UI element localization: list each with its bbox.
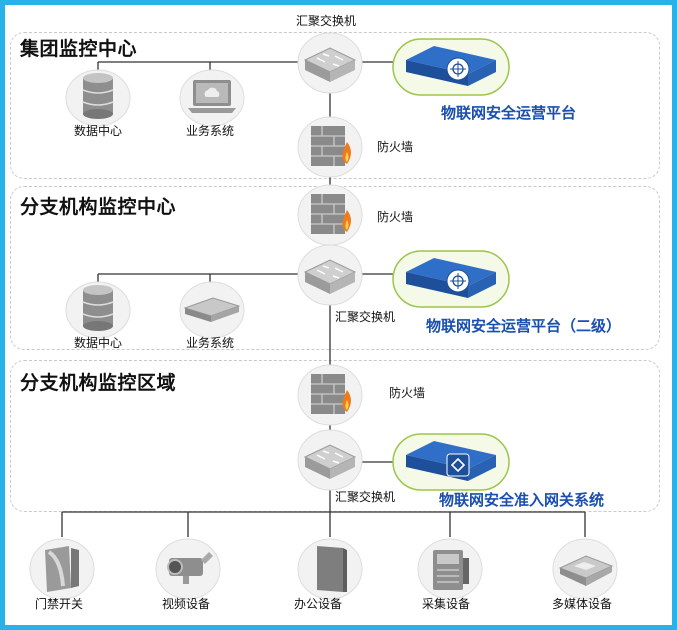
office-device xyxy=(295,534,365,604)
security-platform-2 xyxy=(392,250,510,308)
camera-icon xyxy=(155,538,221,600)
business-system-1 xyxy=(177,60,247,130)
business-system-2 xyxy=(177,272,247,342)
firewall-2-label: 防火墙 xyxy=(377,210,414,224)
door-access-device xyxy=(27,534,97,604)
datacenter-1-label: 数据中心 xyxy=(74,124,123,138)
server-rack-icon xyxy=(179,281,245,339)
collector-icon xyxy=(417,538,483,600)
zone-title-branch-center: 分支机构监控中心 xyxy=(20,197,177,218)
switch-icon xyxy=(297,429,363,491)
security-platform-1 xyxy=(392,38,510,96)
platform-2-label: 物联网安全运营平台（二级） xyxy=(426,318,622,335)
collection-device xyxy=(415,534,485,604)
switch-3 xyxy=(295,425,365,495)
datacenter-2-label: 数据中心 xyxy=(74,336,123,350)
endpoint-label-0: 门禁开关 xyxy=(35,597,84,611)
core-switch xyxy=(295,28,365,98)
switch-icon xyxy=(297,32,363,94)
endpoint-label-2: 办公设备 xyxy=(294,597,343,611)
gateway-appliance-icon xyxy=(392,433,510,491)
datacenter-1 xyxy=(63,60,133,130)
multimedia-icon xyxy=(552,538,618,600)
switch-3-label: 汇聚交换机 xyxy=(335,490,396,504)
business-system-1-label: 业务系统 xyxy=(186,124,235,138)
firewall-icon xyxy=(297,116,363,178)
platform-1-label: 物联网安全运营平台 xyxy=(441,105,577,122)
firewall-icon xyxy=(297,364,363,426)
firewall-2 xyxy=(295,180,365,250)
datacenter-2 xyxy=(63,272,133,342)
firewall-1-label: 防火墙 xyxy=(377,140,414,154)
database-icon xyxy=(65,69,131,127)
endpoint-label-4: 多媒体设备 xyxy=(552,597,613,611)
server-appliance-icon xyxy=(392,250,510,308)
switch-icon xyxy=(297,244,363,306)
laptop-cloud-icon xyxy=(179,69,245,127)
video-device xyxy=(153,534,223,604)
zone-group-center xyxy=(10,32,660,179)
endpoint-label-3: 采集设备 xyxy=(422,597,471,611)
firewall-3 xyxy=(295,360,365,430)
gateway-label: 物联网安全准入网关系统 xyxy=(439,492,605,509)
door-switch-icon xyxy=(29,538,95,600)
zone-title-branch-area: 分支机构监控区域 xyxy=(20,373,177,394)
switch-2-label: 汇聚交换机 xyxy=(335,310,396,324)
top-switch-label: 汇聚交换机 xyxy=(296,14,357,28)
access-gateway xyxy=(392,433,510,491)
firewall-3-label: 防火墙 xyxy=(389,386,426,400)
zone-title-group-center: 集团监控中心 xyxy=(20,39,138,60)
office-tower-icon xyxy=(297,538,363,600)
endpoint-label-1: 视频设备 xyxy=(162,597,211,611)
multimedia-device xyxy=(550,534,620,604)
firewall-icon xyxy=(297,184,363,246)
database-icon xyxy=(65,281,131,339)
switch-2 xyxy=(295,240,365,310)
firewall-1 xyxy=(295,112,365,182)
business-system-2-label: 业务系统 xyxy=(186,336,235,350)
server-appliance-icon xyxy=(392,38,510,96)
